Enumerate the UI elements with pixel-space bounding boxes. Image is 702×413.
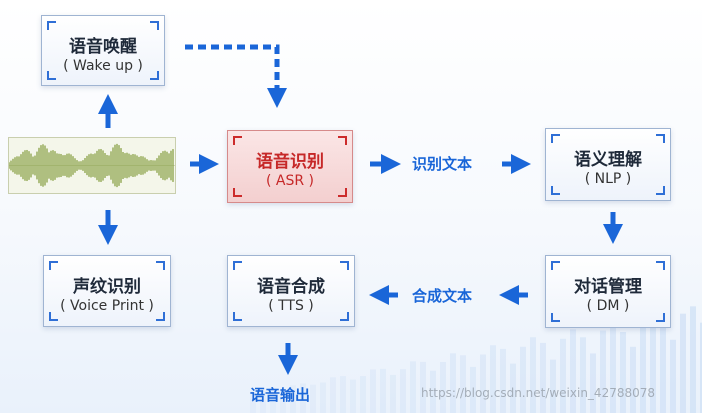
background-bar: [410, 361, 416, 413]
background-bar: [550, 359, 556, 413]
background-bar: [470, 366, 476, 413]
node-wake-up-title: 语音唤醒: [69, 37, 137, 57]
background-bar: [450, 353, 456, 413]
background-bar: [430, 370, 436, 413]
background-bar: [650, 313, 656, 413]
node-nlp-title: 语义理解: [574, 150, 642, 170]
node-wake-up-subtitle: ( Wake up ): [63, 58, 143, 74]
background-bar: [380, 368, 386, 413]
background-bar: [560, 338, 566, 413]
background-bar: [390, 374, 396, 413]
waveform-image: [8, 137, 176, 194]
label-synthesized-text: 合成文本: [412, 287, 473, 305]
background-bar: [260, 391, 266, 413]
background-bar: [320, 382, 326, 413]
background-bar: [540, 342, 546, 413]
background-bar: [600, 330, 606, 413]
background-bar: [670, 339, 676, 413]
node-dm: 对话管理 ( DM ): [545, 255, 671, 328]
background-bar: [480, 354, 486, 413]
node-tts-subtitle: ( TTS ): [268, 298, 314, 314]
background-bar: [280, 388, 286, 413]
node-asr-title: 语音识别: [256, 152, 324, 172]
node-asr-subtitle: ( ASR ): [265, 173, 314, 189]
background-bar: [250, 393, 256, 413]
label-recognized-text: 识别文本: [412, 155, 473, 173]
background-bar: [400, 369, 406, 413]
background-bar: [530, 337, 536, 413]
background-bar: [680, 313, 686, 413]
node-voice-print: 声纹识别 ( Voice Print ): [43, 255, 171, 327]
background-bar: [570, 329, 576, 413]
background-bar: [460, 355, 466, 413]
background-bar: [340, 376, 346, 413]
node-dm-subtitle: ( DM ): [586, 298, 630, 314]
background-bar: [500, 348, 506, 413]
background-bar: [700, 322, 702, 413]
label-voice-output: 语音输出: [250, 386, 311, 404]
background-bar: [490, 345, 496, 413]
background-bar: [420, 361, 426, 413]
background-bar: [660, 327, 666, 413]
background-bar: [620, 332, 626, 413]
background-bar: [300, 383, 306, 413]
background-bar: [590, 353, 596, 413]
background-bar: [360, 376, 366, 413]
background-bar: [520, 346, 526, 413]
background-bar: [690, 306, 696, 413]
node-tts: 语音合成 ( TTS ): [227, 255, 355, 327]
background-bar: [330, 377, 336, 413]
node-asr: 语音识别 ( ASR ): [227, 130, 353, 203]
background-bar: [440, 361, 446, 413]
node-wake-up: 语音唤醒 ( Wake up ): [41, 15, 165, 86]
background-bar: [350, 379, 356, 413]
node-tts-title: 语音合成: [257, 277, 325, 297]
node-nlp: 语义理解 ( NLP ): [545, 128, 671, 201]
audio-waveform: [9, 143, 175, 188]
background-bar: [290, 385, 296, 413]
background-bar: [310, 384, 316, 413]
background-bar: [510, 363, 516, 413]
background-bar: [640, 322, 646, 413]
background-bar: [370, 369, 376, 413]
watermark: https://blog.csdn.net/weixin_42788078: [421, 386, 656, 400]
node-nlp-subtitle: ( NLP ): [584, 171, 632, 187]
background-bar: [270, 390, 276, 413]
background-bar: [580, 337, 586, 413]
node-voice-print-title: 声纹识别: [73, 277, 141, 297]
arrow-wakeup-to-asr-dashed: [185, 44, 287, 108]
node-voice-print-subtitle: ( Voice Print ): [60, 298, 154, 314]
node-dm-title: 对话管理: [574, 277, 642, 297]
background-bar: [610, 321, 616, 413]
background-bar: [630, 346, 636, 413]
